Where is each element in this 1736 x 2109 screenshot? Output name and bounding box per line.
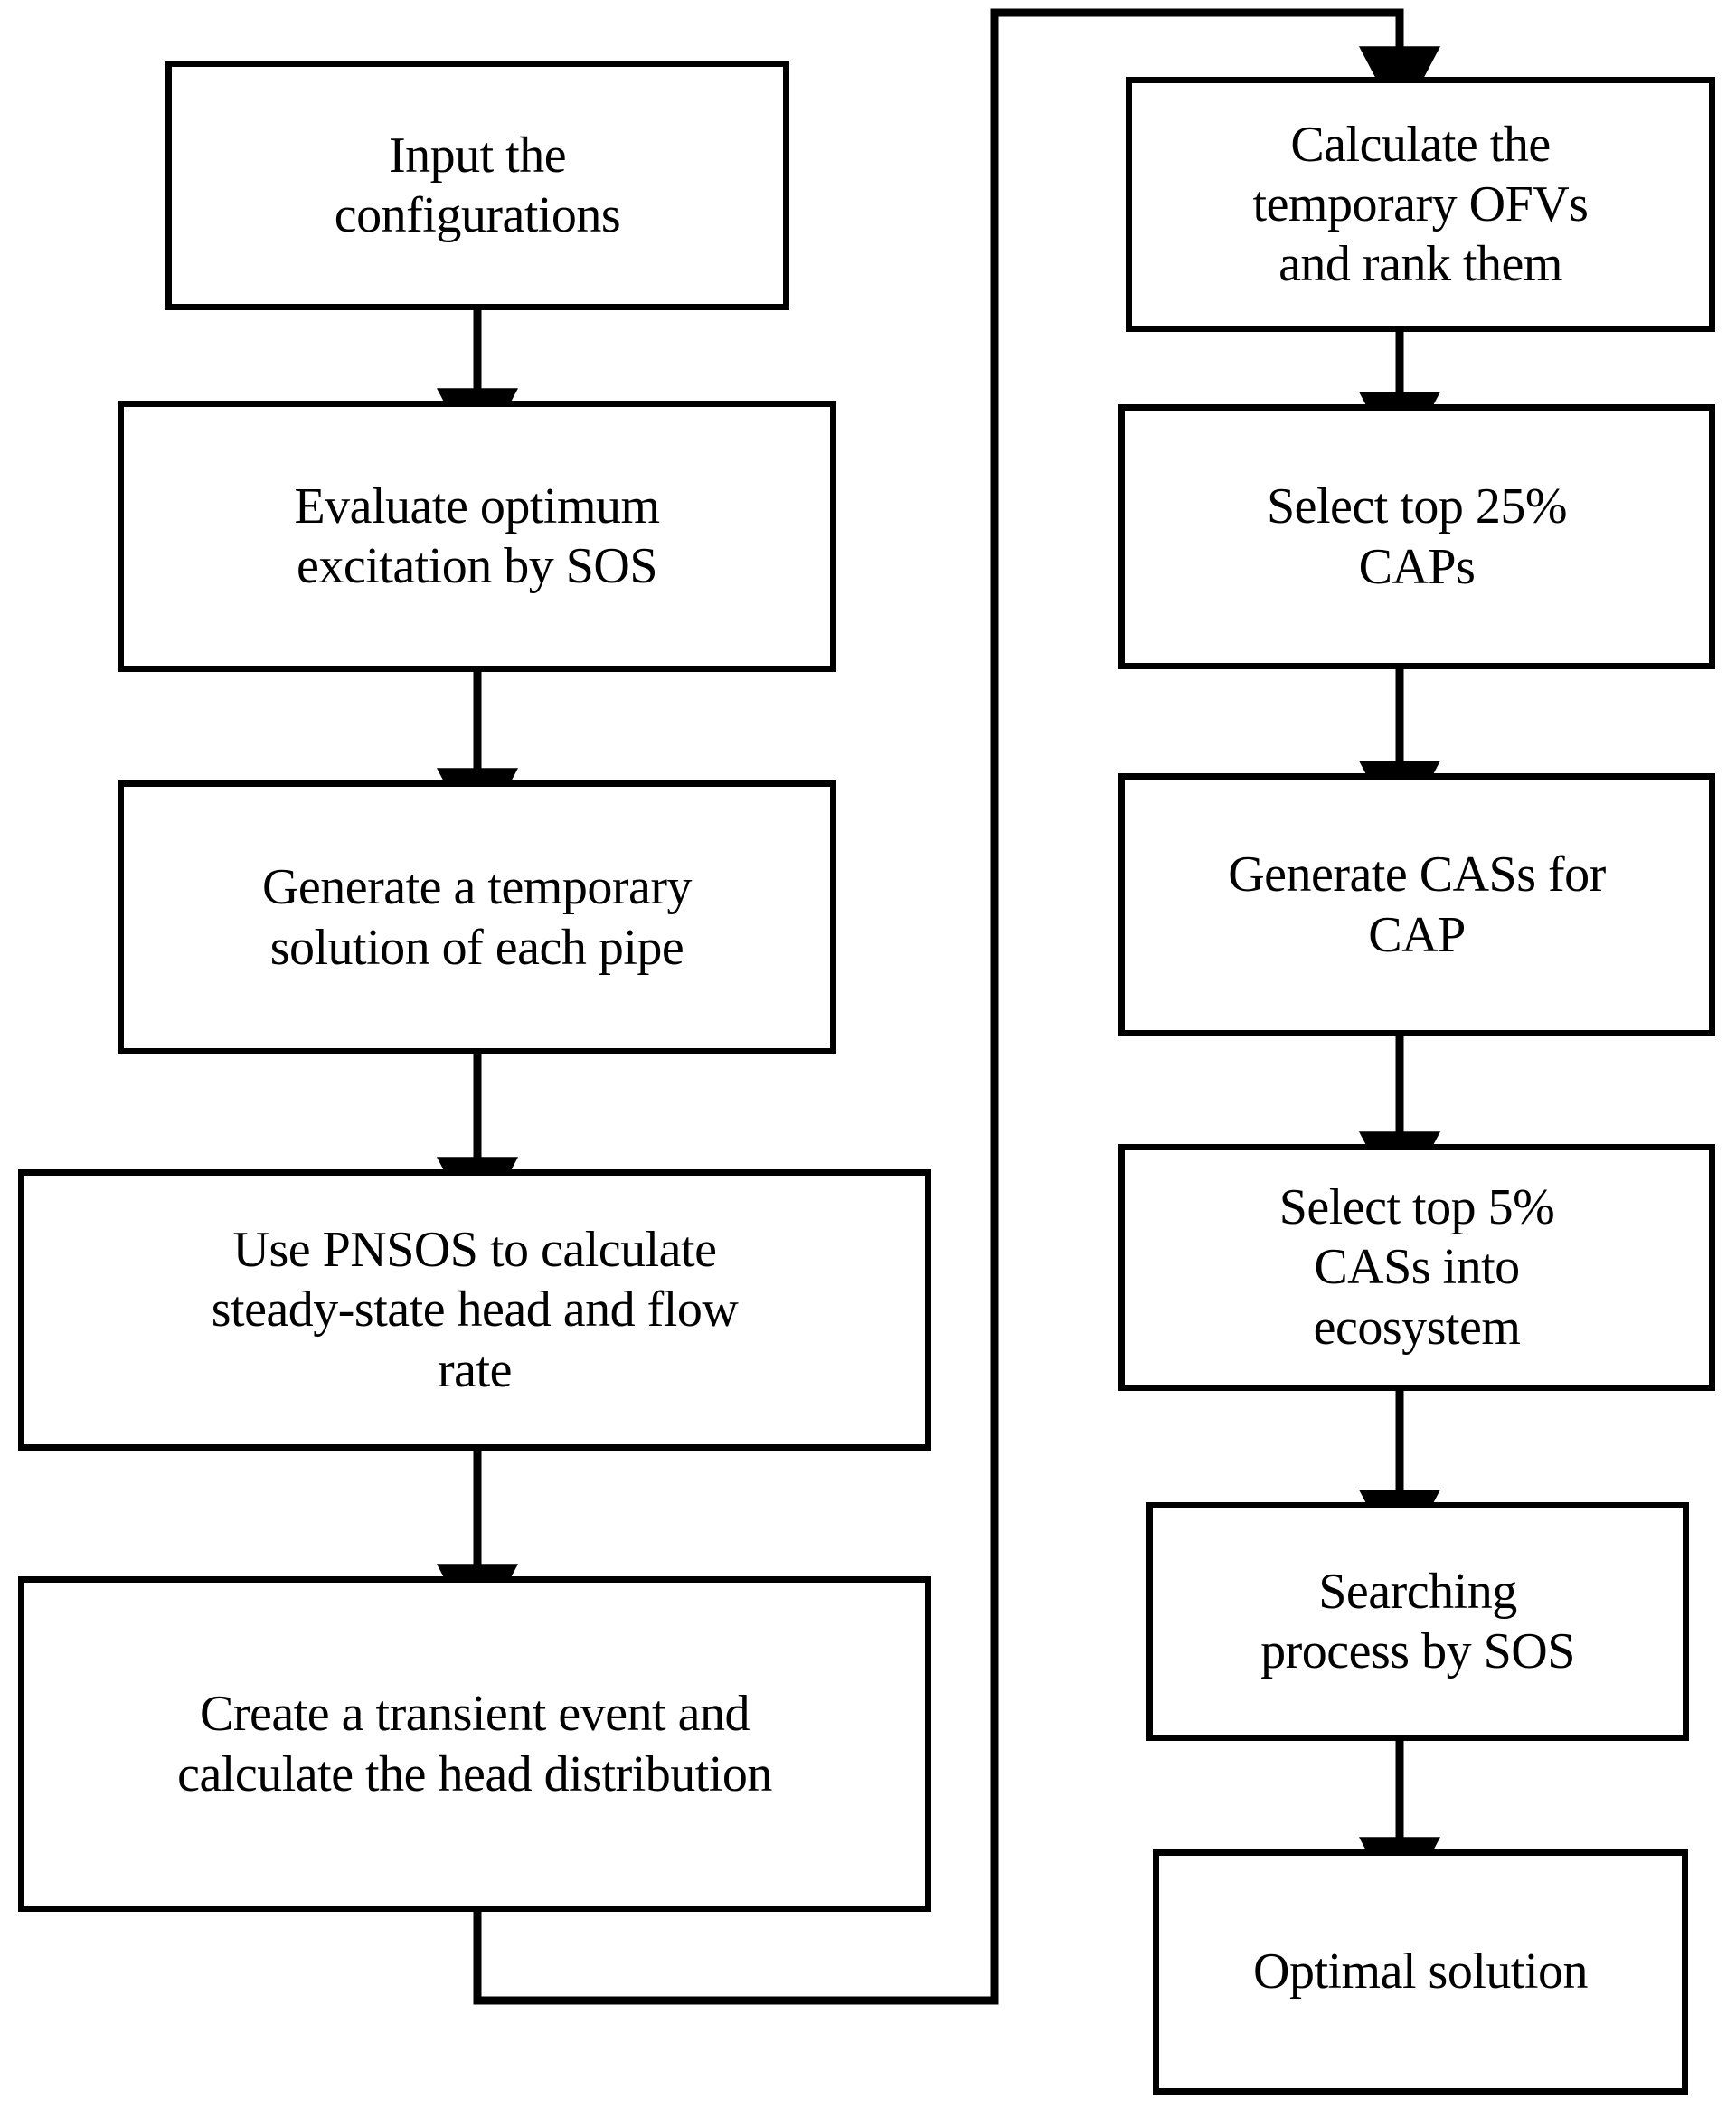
node-select-top-5-cass-label: Select top 5% CASs into ecosystem <box>1278 1179 1555 1356</box>
node-calculate-temporary-ofvs-label: Calculate the temporary OFVs and rank th… <box>1252 116 1589 293</box>
node-searching-process[interactable]: Searching process by SOS <box>1146 1502 1689 1741</box>
node-optimal-solution-label: Optimal solution <box>1253 1943 1589 2000</box>
node-searching-process-label: Searching process by SOS <box>1260 1563 1575 1679</box>
node-generate-temporary-solution[interactable]: Generate a temporary solution of each pi… <box>118 780 836 1054</box>
node-evaluate-excitation[interactable]: Evaluate optimum excitation by SOS <box>118 401 836 672</box>
node-use-pnsos-label: Use PNSOS to calculate steady-state head… <box>211 1222 739 1398</box>
node-generate-cass-for-cap[interactable]: Generate CASs for CAP <box>1118 773 1715 1036</box>
node-generate-temporary-solution-label: Generate a temporary solution of each pi… <box>261 859 693 976</box>
node-select-top-25-caps-label: Select top 25% CAPs <box>1266 478 1568 595</box>
node-create-transient-event[interactable]: Create a transient event and calculate t… <box>18 1576 931 1912</box>
node-select-top-25-caps[interactable]: Select top 25% CAPs <box>1118 404 1715 669</box>
node-evaluate-excitation-label: Evaluate optimum excitation by SOS <box>294 478 660 594</box>
node-input-configurations[interactable]: Input the configurations <box>165 61 789 310</box>
node-create-transient-event-label: Create a transient event and calculate t… <box>177 1686 772 1802</box>
node-use-pnsos[interactable]: Use PNSOS to calculate steady-state head… <box>18 1169 931 1451</box>
node-generate-cass-for-cap-label: Generate CASs for CAP <box>1228 846 1606 963</box>
node-input-configurations-label: Input the configurations <box>334 127 621 243</box>
node-optimal-solution[interactable]: Optimal solution <box>1153 1849 1688 2095</box>
node-calculate-temporary-ofvs[interactable]: Calculate the temporary OFVs and rank th… <box>1126 77 1715 332</box>
node-select-top-5-cass[interactable]: Select top 5% CASs into ecosystem <box>1118 1144 1715 1391</box>
